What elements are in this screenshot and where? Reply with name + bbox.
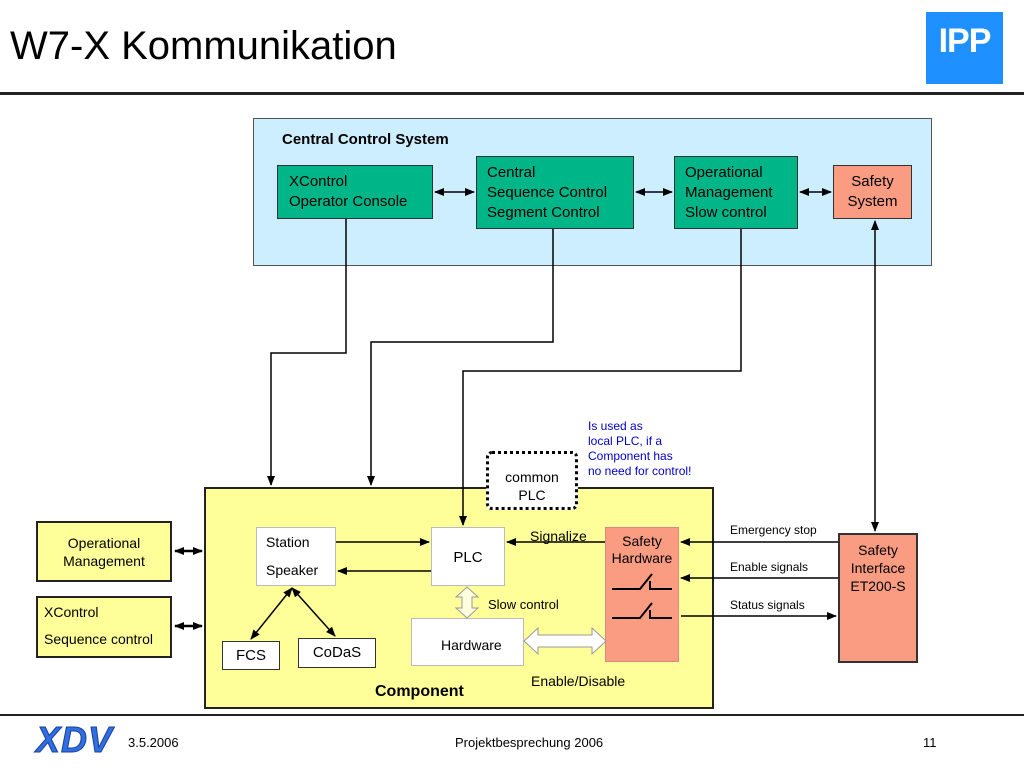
switch-symbol-2 bbox=[612, 602, 672, 619]
central-control-title: Central Control System bbox=[282, 131, 449, 148]
enable-disable-label: Enable/Disable bbox=[531, 673, 626, 689]
safety-interface-line1: Safety bbox=[858, 542, 898, 558]
operational-management-line1: Operational bbox=[685, 164, 763, 181]
slow-control-label: Slow control bbox=[488, 597, 559, 612]
emergency-stop-label: Emergency stop bbox=[730, 523, 817, 537]
codas-box: CoDaS bbox=[298, 638, 376, 668]
console-to-component-wire bbox=[267, 219, 347, 486]
safety-interface-line2: Interface bbox=[850, 560, 906, 576]
fcs-label: FCS bbox=[236, 647, 266, 664]
left-xcontrol-line1: XControl bbox=[44, 604, 99, 620]
hardware-label: Hardware bbox=[441, 637, 502, 653]
safety-hardware-line1: Safety bbox=[622, 533, 662, 549]
footer-rule bbox=[0, 714, 1024, 716]
opman-to-plc-wire bbox=[459, 229, 742, 526]
xdv-logo: XDV bbox=[35, 719, 114, 760]
footer-page-number: 11 bbox=[923, 735, 937, 750]
left-xcontrol-sequence-box: XControl Sequence control bbox=[36, 596, 172, 658]
safety-interface-line3: ET200-S bbox=[850, 578, 906, 594]
note-line2: local PLC, if a bbox=[588, 434, 663, 448]
plc-box: PLC bbox=[431, 527, 505, 586]
status-signals-label: Status signals bbox=[730, 598, 805, 612]
signalize-label: Signalize bbox=[530, 528, 587, 544]
left-opman-line1: Operational bbox=[67, 535, 141, 551]
left-xcontrol-line2: Sequence control bbox=[44, 631, 153, 647]
safety-system-line1: Safety bbox=[851, 173, 894, 190]
xcontrol-console-line1: XControl bbox=[289, 173, 348, 190]
operational-management-line3: Slow control bbox=[685, 204, 767, 221]
speaker-fcs-arrow bbox=[250, 587, 293, 640]
hardware-box: Hardware bbox=[411, 618, 524, 666]
component-title: Component bbox=[375, 683, 464, 700]
ipp-logo: IPP bbox=[926, 12, 1003, 84]
sequence-control-box: Central Sequence Control Segment Control bbox=[476, 156, 634, 229]
common-plc-line2: PLC bbox=[518, 487, 546, 503]
note-line4: no need for control! bbox=[588, 464, 692, 478]
codas-label: CoDaS bbox=[312, 644, 362, 661]
safety-system-line2: System bbox=[847, 193, 898, 210]
fcs-box: FCS bbox=[222, 641, 280, 670]
header-rule bbox=[0, 92, 1024, 95]
enable-disable-hollow-arrow bbox=[523, 626, 607, 656]
switch-symbol-1 bbox=[612, 573, 672, 590]
xcontrol-console-line2: Operator Console bbox=[289, 193, 408, 210]
sequence-control-line3: Segment Control bbox=[487, 204, 600, 221]
plc-hardware-hollow-arrow bbox=[454, 586, 480, 619]
common-plc-line1: common bbox=[505, 469, 559, 485]
safety-system-box: Safety System bbox=[833, 165, 912, 219]
note-line1: Is used as bbox=[588, 419, 643, 433]
safety-hardware-box: Safety Hardware bbox=[605, 527, 679, 662]
sequence-control-line1: Central bbox=[487, 164, 536, 181]
left-operational-management-box: Operational Management bbox=[36, 521, 172, 582]
enable-signals-label: Enable signals bbox=[730, 560, 809, 574]
station-speaker-box: Station Speaker bbox=[256, 527, 336, 586]
sequence-to-component-wire bbox=[367, 229, 554, 486]
footer-meeting: Projektbesprechung 2006 bbox=[455, 735, 604, 750]
operational-management-line2: Management bbox=[685, 184, 773, 201]
safety-hardware-line2: Hardware bbox=[611, 550, 673, 566]
speaker-label: Speaker bbox=[266, 562, 319, 578]
footer-date: 3.5.2006 bbox=[128, 735, 179, 750]
sequence-control-line2: Sequence Control bbox=[487, 184, 608, 201]
operational-management-box: Operational Management Slow control bbox=[674, 156, 798, 229]
left-opman-line2: Management bbox=[63, 553, 145, 569]
local-plc-note: Is used as local PLC, if a Component has… bbox=[588, 419, 691, 479]
logo-text: IPP bbox=[938, 22, 992, 60]
speaker-codas-arrow bbox=[291, 587, 336, 637]
page-title: W7-X Kommunikation bbox=[10, 24, 397, 68]
station-label: Station bbox=[266, 534, 310, 550]
note-line3: Component has bbox=[588, 449, 673, 463]
xcontrol-console-box: XControl Operator Console bbox=[277, 165, 433, 219]
plc-label: PLC bbox=[453, 549, 483, 566]
safety-interface-box: Safety Interface ET200-S bbox=[838, 533, 918, 663]
common-plc-box: common PLC bbox=[486, 451, 578, 510]
